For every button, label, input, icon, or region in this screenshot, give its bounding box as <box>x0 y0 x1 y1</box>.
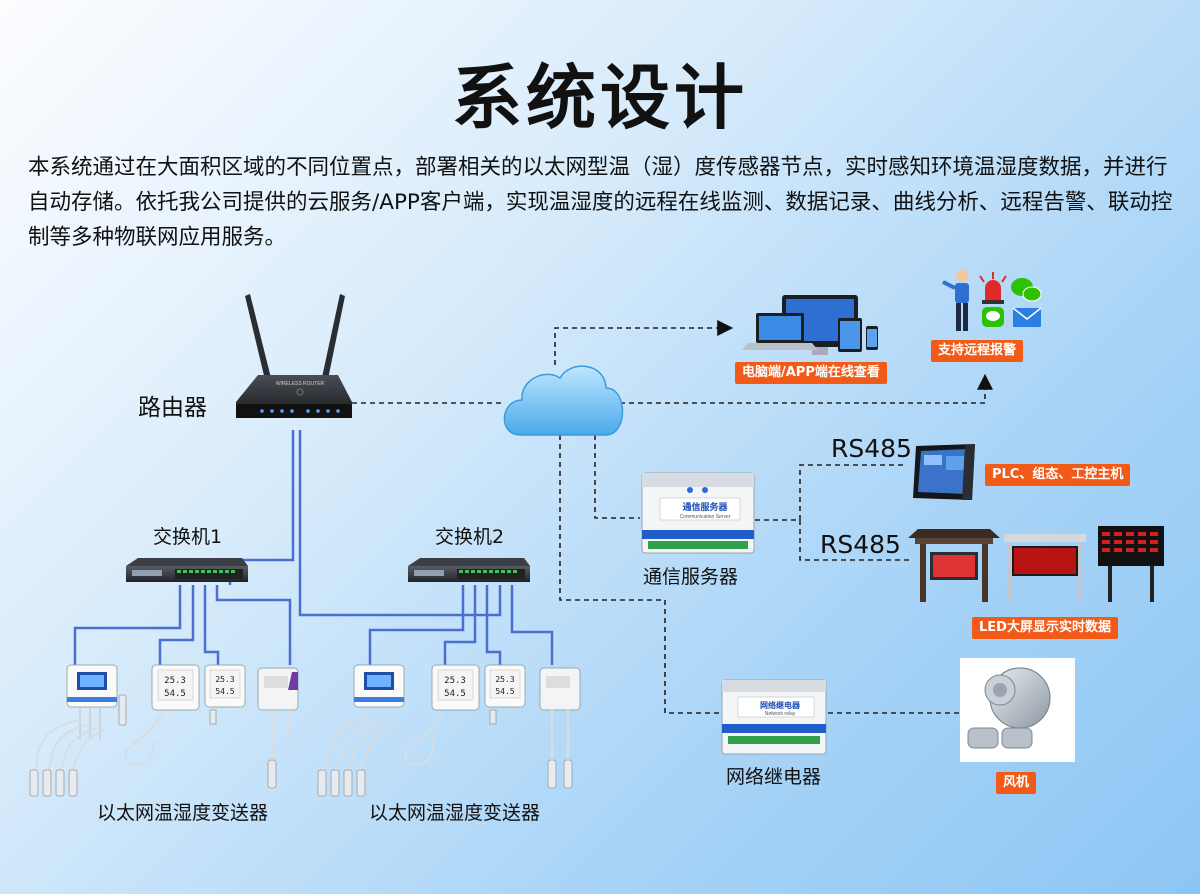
intro-paragraph: 本系统通过在大面积区域的不同位置点，部署相关的以太网型温（湿）度传感器节点，实时… <box>28 155 1173 250</box>
probe-cluster-1 <box>34 719 105 771</box>
dashed-connections <box>352 320 993 714</box>
sw2-cable-d <box>510 585 554 665</box>
pc-app-devices <box>742 295 878 355</box>
led-sensor-2a: 25.3 54.5 <box>404 664 480 765</box>
email-icon <box>1012 307 1042 327</box>
led-display-group <box>908 526 1164 602</box>
router-brand-text: WIRELESS ROUTER <box>276 381 325 387</box>
sensor-group-1: 25.3 54.5 25.3 54.5 <box>29 664 299 797</box>
plc-badge: PLC、组态、工控主机 <box>985 464 1131 486</box>
rs485-label-top: RS485 <box>831 434 912 463</box>
wall-sensor-2 <box>539 667 581 789</box>
cloud-pc-link <box>554 320 734 365</box>
led-gate-board <box>1004 534 1086 602</box>
lcd-sensor-1 <box>66 664 118 740</box>
pc-app-badge: 电脑端/APP端在线查看 <box>735 362 887 384</box>
fan-device <box>960 658 1075 762</box>
led-sensor-1b: 25.3 54.5 <box>204 664 246 725</box>
sw1-cable-b <box>158 585 195 665</box>
remote-alarm-badge: 支持远程报警 <box>931 340 1024 362</box>
led-display-badge: LED大屏显示实时数据 <box>972 617 1118 639</box>
plc-panel-device <box>913 444 975 500</box>
alarm-icons <box>942 270 1042 331</box>
switch2-port-leds <box>459 570 517 573</box>
network-relay-device: 网络继电器 Network relay <box>721 679 827 755</box>
probe-tips-1 <box>29 769 78 797</box>
led-sensor-1b-reading1: 25.3 <box>215 675 234 684</box>
led-sensor-1b-reading2: 54.5 <box>215 687 234 696</box>
led-sensor-1a-reading2: 54.5 <box>164 689 186 699</box>
comm-server-label: 通信服务器 <box>643 566 739 588</box>
switch2-device <box>408 558 530 582</box>
wall-sensor-1 <box>257 667 299 789</box>
led-sensor-1a-reading1: 25.3 <box>164 676 186 686</box>
rs485-plc-link <box>799 464 905 520</box>
sensors1-label: 以太网温湿度变送器 <box>97 802 269 824</box>
switch2-label: 交换机2 <box>435 526 505 548</box>
router-antenna-left <box>245 294 272 384</box>
led-sensor-1a: 25.3 54.5 <box>118 664 200 765</box>
switch1-port-leds <box>177 570 235 573</box>
fan-badge: 风机 <box>996 772 1037 794</box>
relay-label: 网络继电器 <box>726 766 822 788</box>
probe-cluster-2 <box>321 714 393 771</box>
rs485-label-bottom: RS485 <box>820 530 901 559</box>
relay-device-subtitle: Network relay <box>765 711 796 717</box>
sensors2-label: 以太网温湿度变送器 <box>369 802 541 824</box>
cloud-alarm-link <box>620 373 993 404</box>
router-antenna-right <box>321 294 345 384</box>
sw1-cable-c <box>203 585 220 665</box>
led-pole-board <box>1098 526 1164 602</box>
wechat-icon <box>1011 278 1042 302</box>
sw2-cable-a <box>368 585 465 665</box>
cloud-relay-link <box>559 435 720 714</box>
led-sensor-2a-reading1: 25.3 <box>444 676 466 686</box>
lcd-sensor-2 <box>353 664 405 708</box>
page-title: 系统设计 <box>452 57 748 139</box>
router-leds <box>260 409 340 413</box>
cloud-commserver-link <box>594 435 640 519</box>
cloud-icon <box>503 365 624 436</box>
router-device: WIRELESS ROUTER <box>236 294 352 418</box>
router-label: 路由器 <box>138 395 207 421</box>
led-kiosk-roof-board <box>908 529 1000 602</box>
led-sensor-2a-reading2: 54.5 <box>444 689 466 699</box>
led-sensor-2b-reading1: 25.3 <box>495 675 514 684</box>
communication-server-device: 通信服务器 Communication Server <box>641 472 755 554</box>
comm-server-device-title: 通信服务器 <box>682 501 728 513</box>
rs485-led-link <box>799 520 910 561</box>
switch1-device <box>126 558 248 582</box>
sw1-cable-d <box>215 585 292 665</box>
sw1-cable-a <box>73 585 182 665</box>
probe-tips-2 <box>317 769 366 797</box>
sensor-group-2: 25.3 54.5 25.3 54.5 <box>317 664 581 797</box>
siren-icon <box>979 272 1007 304</box>
person-icon <box>942 270 969 331</box>
relay-device-title: 网络继电器 <box>760 700 801 710</box>
sw2-cable-c <box>485 585 502 665</box>
switch1-label: 交换机1 <box>153 526 223 548</box>
led-sensor-2b-reading2: 54.5 <box>495 687 514 696</box>
router-switch2-cable <box>298 430 502 617</box>
led-sensor-2b: 25.3 54.5 <box>484 664 526 725</box>
sw2-cable-b <box>443 585 477 665</box>
sms-icon <box>982 307 1004 327</box>
comm-server-device-subtitle: Communication Server <box>680 514 731 520</box>
